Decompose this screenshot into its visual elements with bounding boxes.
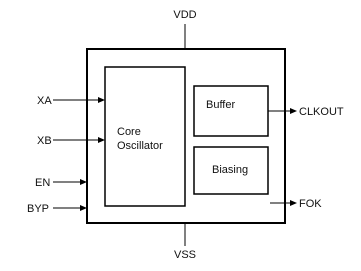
buffer-block <box>193 85 269 137</box>
vss-label: VSS <box>174 249 196 261</box>
biasing-label: Biasing <box>212 164 248 176</box>
vdd-label: VDD <box>173 9 196 21</box>
fok-label: FOK <box>299 198 322 210</box>
biasing-block <box>193 146 269 195</box>
byp-arrowhead <box>80 205 87 211</box>
core-oscillator-label-line2: Oscillator <box>117 140 163 152</box>
en-arrowhead <box>80 179 87 185</box>
xb-arrowhead <box>98 137 105 143</box>
xa-arrowhead <box>98 97 105 103</box>
xb-label: XB <box>37 135 52 147</box>
chip-outline <box>86 48 286 224</box>
buffer-label: Buffer <box>206 99 235 111</box>
xa-label: XA <box>37 95 52 107</box>
core-oscillator-label: Core Oscillator <box>117 126 163 152</box>
fok-arrowhead <box>290 200 297 206</box>
clkout-arrowhead <box>290 108 297 114</box>
en-label: EN <box>35 177 50 189</box>
core-oscillator-block <box>104 66 186 207</box>
byp-label: BYP <box>27 203 49 215</box>
core-oscillator-label-line1: Core <box>117 126 141 138</box>
clkout-label: CLKOUT <box>299 106 344 118</box>
